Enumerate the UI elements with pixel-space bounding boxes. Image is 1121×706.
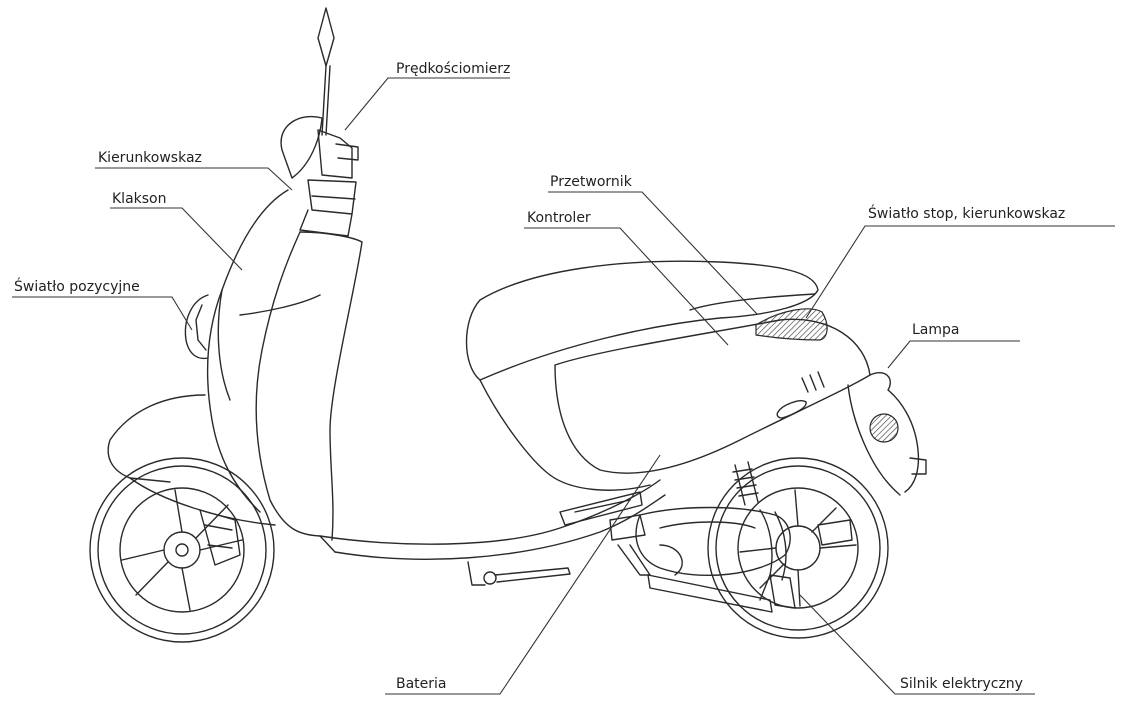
label-battery: Bateria [396,676,447,692]
front-wheel [89,457,275,643]
label-turn-signal: Kierunkowskaz [98,150,202,166]
position-light [184,294,209,360]
leader-battery [385,454,661,695]
leader-stop-light [805,225,1115,319]
leader-lamp [887,340,1020,369]
label-controller: Kontroler [527,210,591,226]
leader-turn-signal [95,167,293,191]
handlebar-head [280,115,359,237]
leader-motor [799,594,1035,695]
rear-body [479,308,871,491]
label-converter: Przetwornik [550,174,633,190]
tail-section [847,372,927,496]
leader-controller [524,227,729,346]
motor-housing [609,506,791,613]
side-stand [467,561,571,586]
label-position-light: Światło pozycyjne [14,277,140,295]
front-body [206,189,363,541]
rear-wheel [707,457,889,639]
label-motor: Silnik elektryczny [900,676,1023,692]
front-fender [107,394,276,526]
label-lamp: Lampa [912,322,959,338]
leader-converter [548,191,758,315]
leader-speedometer [344,77,510,131]
leader-position-light [12,296,193,331]
label-speedometer: Prędkościomierz [396,61,510,77]
leader-horn [110,207,243,271]
rear-suspension [732,461,759,506]
floorboard [319,479,666,560]
label-stop-light: Światło stop, kierunkowskaz [868,204,1065,222]
scooter-illustration [89,7,927,643]
leader-lines [12,77,1115,695]
mirror [317,7,335,136]
callout-labels: Prędkościomierz Kierunkowskaz Klakson Św… [14,61,1065,692]
label-horn: Klakson [112,191,167,207]
